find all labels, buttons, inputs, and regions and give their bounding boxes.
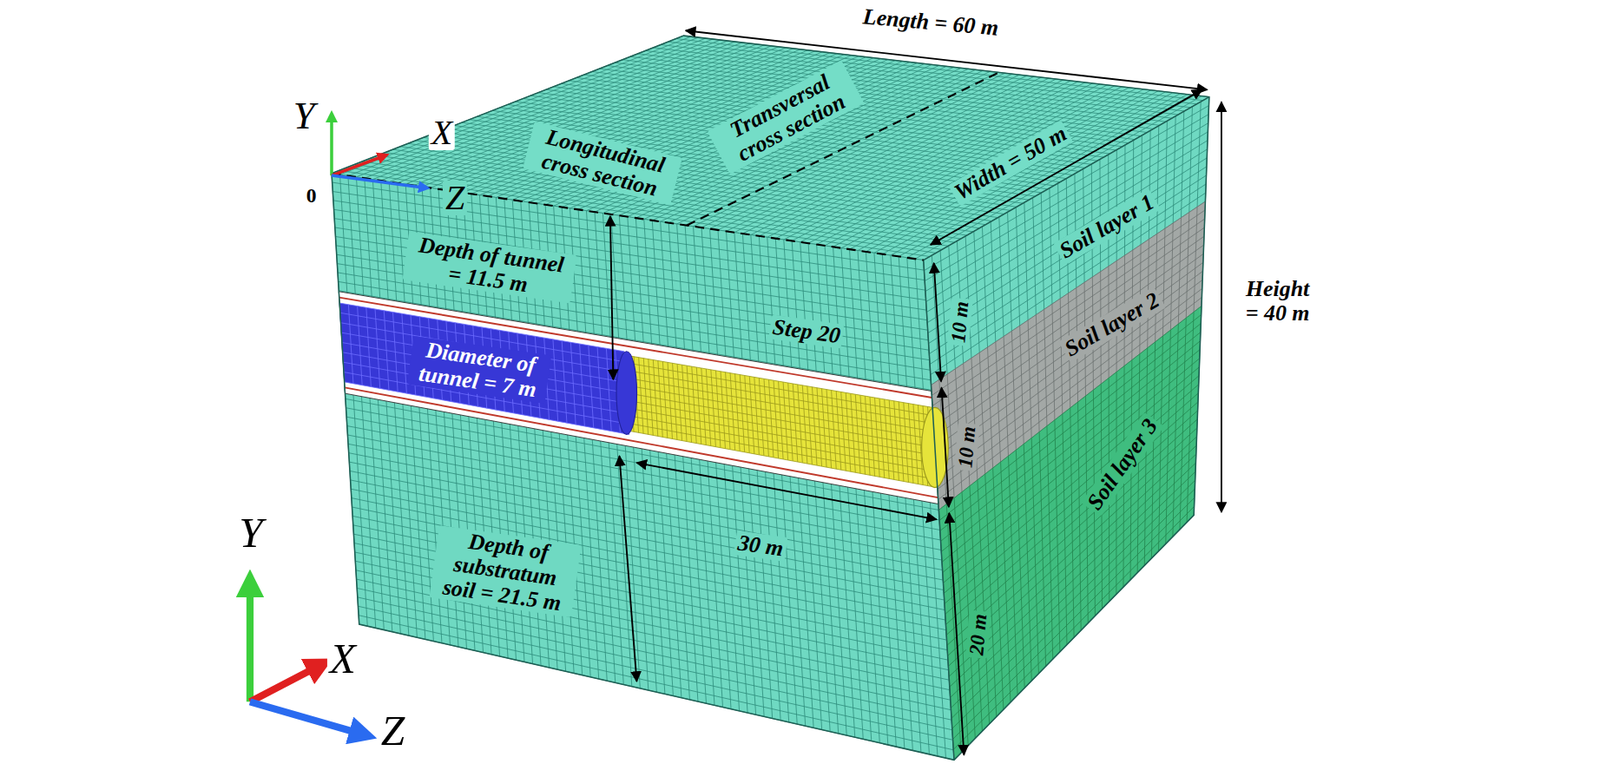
axis-arrow (331, 156, 384, 176)
dimension-label: 10 m (947, 298, 974, 348)
model-outline (331, 35, 1210, 760)
front-face-mesh (331, 173, 955, 761)
dimension-arrow (930, 89, 1203, 245)
dimension-label: Width = 50 m (948, 119, 1074, 206)
axis-arrow (250, 701, 363, 735)
soil-layer-3-face (938, 305, 1202, 760)
step-label: Step 20 (768, 314, 844, 349)
front-face (331, 173, 955, 761)
dimension-label: Length = 60 m (859, 4, 1002, 41)
dimension-arrow (1220, 101, 1223, 512)
dimension-arrow (618, 455, 637, 682)
dimension-arrow (934, 263, 942, 382)
axis-label: Y (290, 95, 318, 135)
dimension-arrow (941, 387, 949, 507)
dimension-arrow (948, 513, 964, 755)
dimension-arrow (610, 216, 614, 380)
dimension-label: 30 m (733, 530, 788, 562)
dimension-arrow (685, 30, 1208, 90)
axis-label: Z (378, 709, 408, 752)
dimension-label: Depth of tunnel = 11.5 m (402, 231, 578, 304)
layer-label: Soil layer 1 (1053, 188, 1161, 265)
model-scene (250, 30, 1222, 760)
dimension-label: Height = 40 m (1237, 276, 1318, 326)
supported-tunnel (339, 302, 630, 435)
dimension-label: Depth of substratum soil = 21.5 m (428, 525, 581, 618)
section-label: Transversal cross section (707, 59, 865, 175)
axis-arrow (250, 665, 321, 702)
dimension-label: 10 m (954, 422, 981, 472)
section-label: Longitudinal cross section (522, 121, 682, 206)
axis-label: Z (442, 180, 468, 216)
axis-label: X (327, 638, 359, 681)
axis-arrow (246, 583, 254, 702)
tunnel-band (338, 291, 939, 505)
dimension-label: Diameter of tunnel = 7 m (407, 335, 552, 404)
dimension-arrow (636, 462, 936, 520)
axis-label: Y (236, 511, 265, 554)
axis-arrow (329, 116, 334, 176)
axis-arrow (331, 175, 425, 188)
layer-label: Soil layer 2 (1058, 286, 1166, 363)
axis-label: X (428, 115, 455, 151)
tunnel-face-cap (616, 351, 638, 435)
excavated-tunnel (624, 355, 938, 488)
origin-label: 0 (303, 184, 320, 207)
supported-tunnel-mesh (339, 302, 630, 435)
layer-label: Soil layer 3 (1080, 412, 1165, 517)
soil-layer-3-face-mesh (938, 305, 1202, 760)
dimension-label: 20 m (965, 610, 992, 659)
excavated-tunnel-mesh (624, 355, 938, 488)
